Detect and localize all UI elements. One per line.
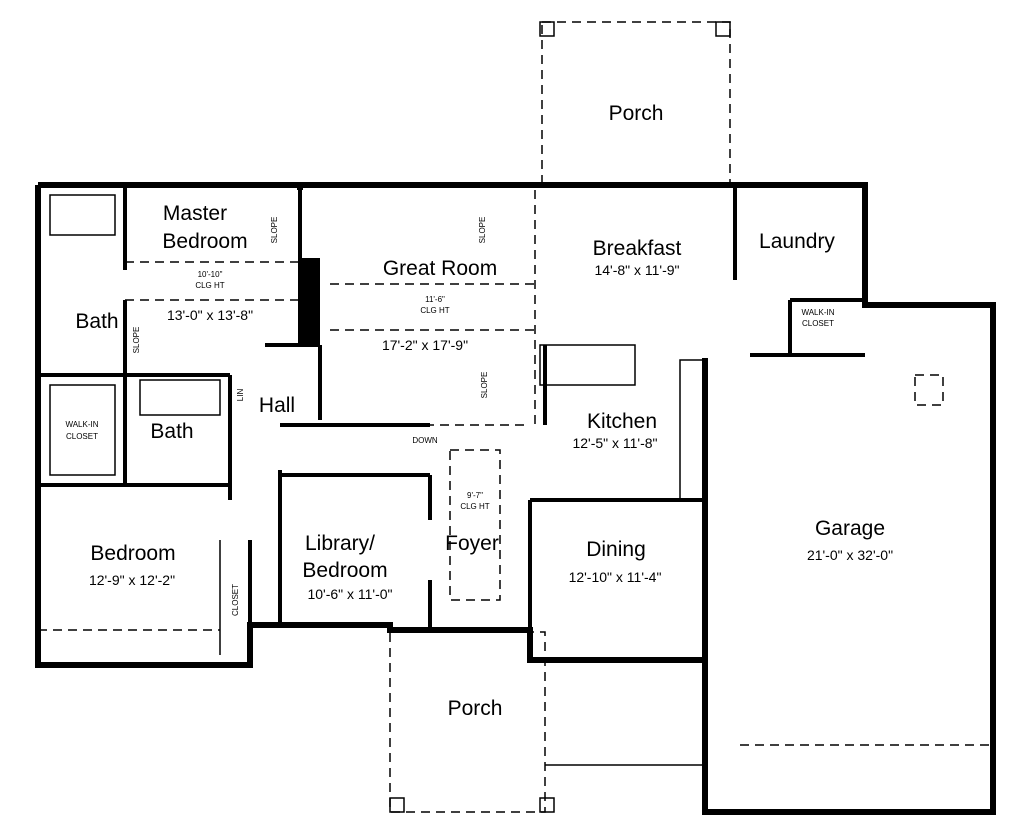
garage-dims: 21'-0" x 32'-0" — [807, 547, 893, 563]
laundry-label: Laundry — [759, 230, 835, 253]
dining-dims: 12'-10" x 11'-4" — [569, 569, 662, 585]
porch-top-label: Porch — [609, 102, 664, 125]
porch-bottom-label: Porch — [448, 697, 503, 720]
foyer-ceiling-label: CLG HT — [460, 502, 489, 511]
foyer-label: Foyer — [445, 532, 499, 555]
bedroom-label: Bedroom — [90, 542, 175, 565]
great-room-label: Great Room — [383, 257, 497, 280]
ceiling-lines — [38, 190, 536, 631]
stairs-down-label: DOWN — [412, 436, 438, 445]
master-bedroom-label-2: Bedroom — [162, 230, 247, 253]
great-room-ceiling-label: CLG HT — [420, 306, 449, 315]
kitchen-dims: 12'-5" x 11'-8" — [572, 435, 657, 451]
slope-annotation: SLOPE — [132, 327, 141, 354]
bath-2-label: Bath — [150, 420, 193, 443]
great-room-ceiling-height: 11'-6" — [425, 295, 445, 304]
closet-label: CLOSET — [231, 584, 240, 616]
walk-in-closet-right-label: WALK-IN — [801, 308, 834, 317]
garage-label: Garage — [815, 517, 885, 540]
slope-annotation: SLOPE — [480, 372, 489, 399]
kitchen-label: Kitchen — [587, 410, 657, 433]
master-ceiling-label: CLG HT — [195, 281, 224, 290]
foyer-ceiling-height: 9'-7" — [467, 491, 483, 500]
breakfast-dims: 14'-8" x 11'-9" — [594, 262, 679, 278]
interior-walls — [38, 185, 993, 746]
linen-label: LIN — [236, 389, 245, 402]
porch-top — [539, 21, 731, 186]
library-dims: 10'-6" x 11'-0" — [307, 586, 392, 602]
master-bath-label: Bath — [75, 310, 118, 333]
walk-in-closet-right-label-2: CLOSET — [802, 319, 834, 328]
slope-annotation: SLOPE — [478, 217, 487, 244]
walk-in-closet-left-label: WALK-IN — [65, 420, 98, 429]
master-bedroom-label: Master — [163, 202, 227, 225]
exterior-walls — [35, 182, 996, 815]
breakfast-label: Breakfast — [593, 237, 682, 260]
library-label: Library/ — [305, 532, 375, 555]
slope-annotation: SLOPE — [270, 217, 279, 244]
dining-label: Dining — [586, 538, 646, 561]
master-bedroom-dims: 13'-0" x 13'-8" — [167, 307, 253, 323]
master-ceiling-height: 10'-10" — [198, 270, 223, 279]
library-label-2: Bedroom — [302, 559, 387, 582]
great-room-dims: 17'-2" x 17'-9" — [382, 337, 468, 353]
hall-label: Hall — [259, 394, 295, 417]
bedroom-dims: 12'-9" x 12'-2" — [89, 572, 175, 588]
walk-in-closet-left-label-2: CLOSET — [66, 432, 98, 441]
